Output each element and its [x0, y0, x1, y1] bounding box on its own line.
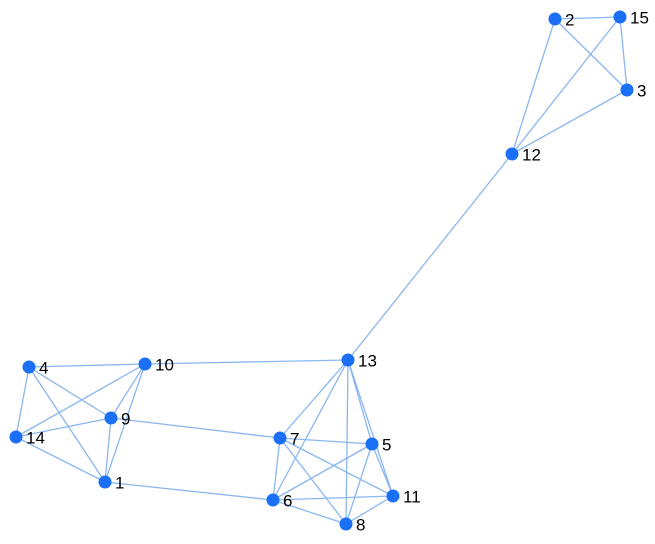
- edge-13-7: [279, 359, 349, 439]
- node-7: 7: [273, 429, 299, 448]
- edge-9-14: [15, 417, 112, 438]
- node-marker: [341, 353, 355, 367]
- node-9: 9: [104, 409, 130, 428]
- edge-6-8: [272, 499, 347, 525]
- node-label: 10: [155, 355, 174, 374]
- node-10: 10: [138, 355, 174, 374]
- node-1: 1: [98, 473, 124, 492]
- node-label: 7: [290, 429, 299, 448]
- edge-2-12: [511, 18, 556, 155]
- node-label: 4: [39, 358, 48, 377]
- edge-11-8: [345, 495, 394, 525]
- edge-5-8: [345, 443, 373, 525]
- node-8: 8: [339, 515, 365, 534]
- node-14: 14: [9, 428, 45, 447]
- node-marker: [273, 431, 287, 445]
- node-6: 6: [266, 491, 292, 510]
- node-marker: [104, 411, 118, 425]
- node-label: 1: [115, 473, 124, 492]
- edge-10-14: [15, 363, 146, 438]
- edge-1-6: [104, 481, 274, 501]
- node-4: 4: [22, 358, 48, 377]
- node-label: 14: [26, 428, 45, 447]
- node-marker: [9, 430, 23, 444]
- node-label: 12: [522, 145, 541, 164]
- node-label: 9: [121, 409, 130, 428]
- edge-10-9: [110, 363, 146, 419]
- node-5: 5: [365, 435, 391, 454]
- edge-9-1: [104, 417, 112, 483]
- edge-15-12: [511, 16, 621, 155]
- node-label: 6: [283, 491, 292, 510]
- node-marker: [613, 10, 627, 24]
- node-marker: [365, 437, 379, 451]
- edge-10-1: [104, 363, 146, 483]
- edge-7-11: [279, 437, 394, 497]
- node-marker: [266, 493, 280, 507]
- node-12: 12: [505, 145, 541, 164]
- node-marker: [98, 475, 112, 489]
- node-marker: [386, 489, 400, 503]
- node-marker: [505, 147, 519, 161]
- node-label: 15: [630, 8, 649, 27]
- node-label: 8: [356, 515, 365, 534]
- edge-7-8: [279, 437, 347, 525]
- node-marker: [339, 517, 353, 531]
- edge-3-12: [511, 89, 628, 155]
- edge-5-11: [371, 443, 394, 497]
- edge-12-13: [347, 153, 513, 361]
- edge-layer: [15, 16, 628, 525]
- edge-7-5: [279, 437, 373, 445]
- edge-14-1: [15, 436, 106, 483]
- edge-7-6: [272, 437, 281, 501]
- node-marker: [138, 357, 152, 371]
- node-11: 11: [386, 487, 421, 506]
- node-label: 13: [358, 351, 377, 370]
- edge-4-1: [28, 366, 106, 483]
- node-label: 5: [382, 435, 391, 454]
- edge-9-7: [110, 417, 281, 439]
- node-marker: [548, 12, 562, 26]
- edge-13-6: [272, 359, 349, 501]
- node-3: 3: [620, 81, 646, 100]
- edge-2-15: [554, 16, 621, 20]
- node-13: 13: [341, 351, 377, 370]
- node-label: 2: [565, 10, 574, 29]
- node-marker: [620, 83, 634, 97]
- edge-4-10: [28, 363, 146, 368]
- edge-4-14: [15, 366, 30, 438]
- node-label: 11: [403, 487, 421, 506]
- node-marker: [22, 360, 36, 374]
- edge-15-3: [619, 16, 628, 91]
- node-label: 3: [637, 81, 646, 100]
- node-2: 2: [548, 10, 574, 29]
- edge-13-11: [347, 359, 394, 497]
- edge-5-6: [272, 443, 373, 501]
- node-15: 15: [613, 8, 649, 27]
- edge-4-9: [28, 366, 112, 419]
- edge-13-10: [144, 359, 349, 365]
- edge-6-11: [272, 495, 394, 501]
